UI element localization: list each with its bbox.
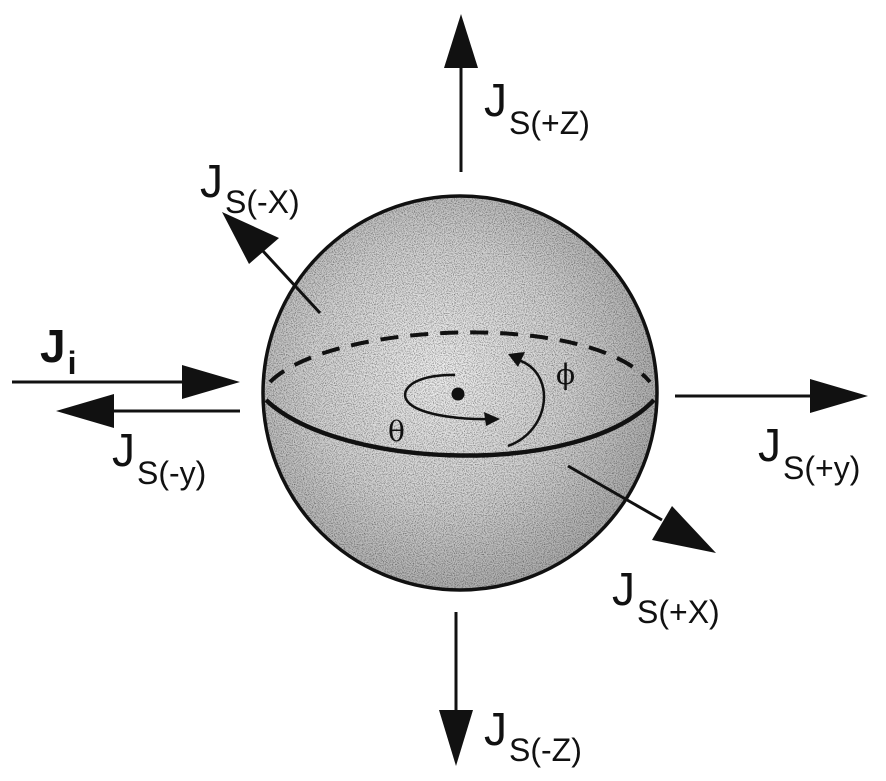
- arrow-js-minus-y: [56, 394, 240, 428]
- label-ji: Ji: [40, 320, 76, 381]
- label-js-plus-y: JS(+y): [758, 419, 860, 486]
- center-dot: [451, 387, 465, 401]
- label-js-minus-x: JS(-X): [200, 155, 300, 220]
- arrow-js-plus-z: [444, 14, 478, 172]
- phi-rotation-arrow: [507, 352, 546, 448]
- arrow-ji-incident: [12, 365, 240, 399]
- arrow-js-minus-z: [439, 612, 473, 766]
- equator-front: [264, 398, 656, 458]
- equator-back-dashed: [268, 330, 652, 384]
- arrow-js-plus-x: [567, 464, 716, 553]
- theta-rotation-arrow: [403, 373, 500, 426]
- label-js-minus-y: JS(-y): [112, 424, 206, 491]
- label-js-plus-x: JS(+X): [612, 563, 720, 630]
- phi-label: ϕ: [556, 358, 575, 391]
- label-js-minus-z: JS(-Z): [484, 703, 582, 768]
- theta-label: θ: [388, 415, 405, 448]
- label-js-plus-z: JS(+Z): [484, 74, 590, 141]
- arrow-js-minus-x: [222, 212, 322, 315]
- arrow-js-plus-y: [675, 379, 868, 413]
